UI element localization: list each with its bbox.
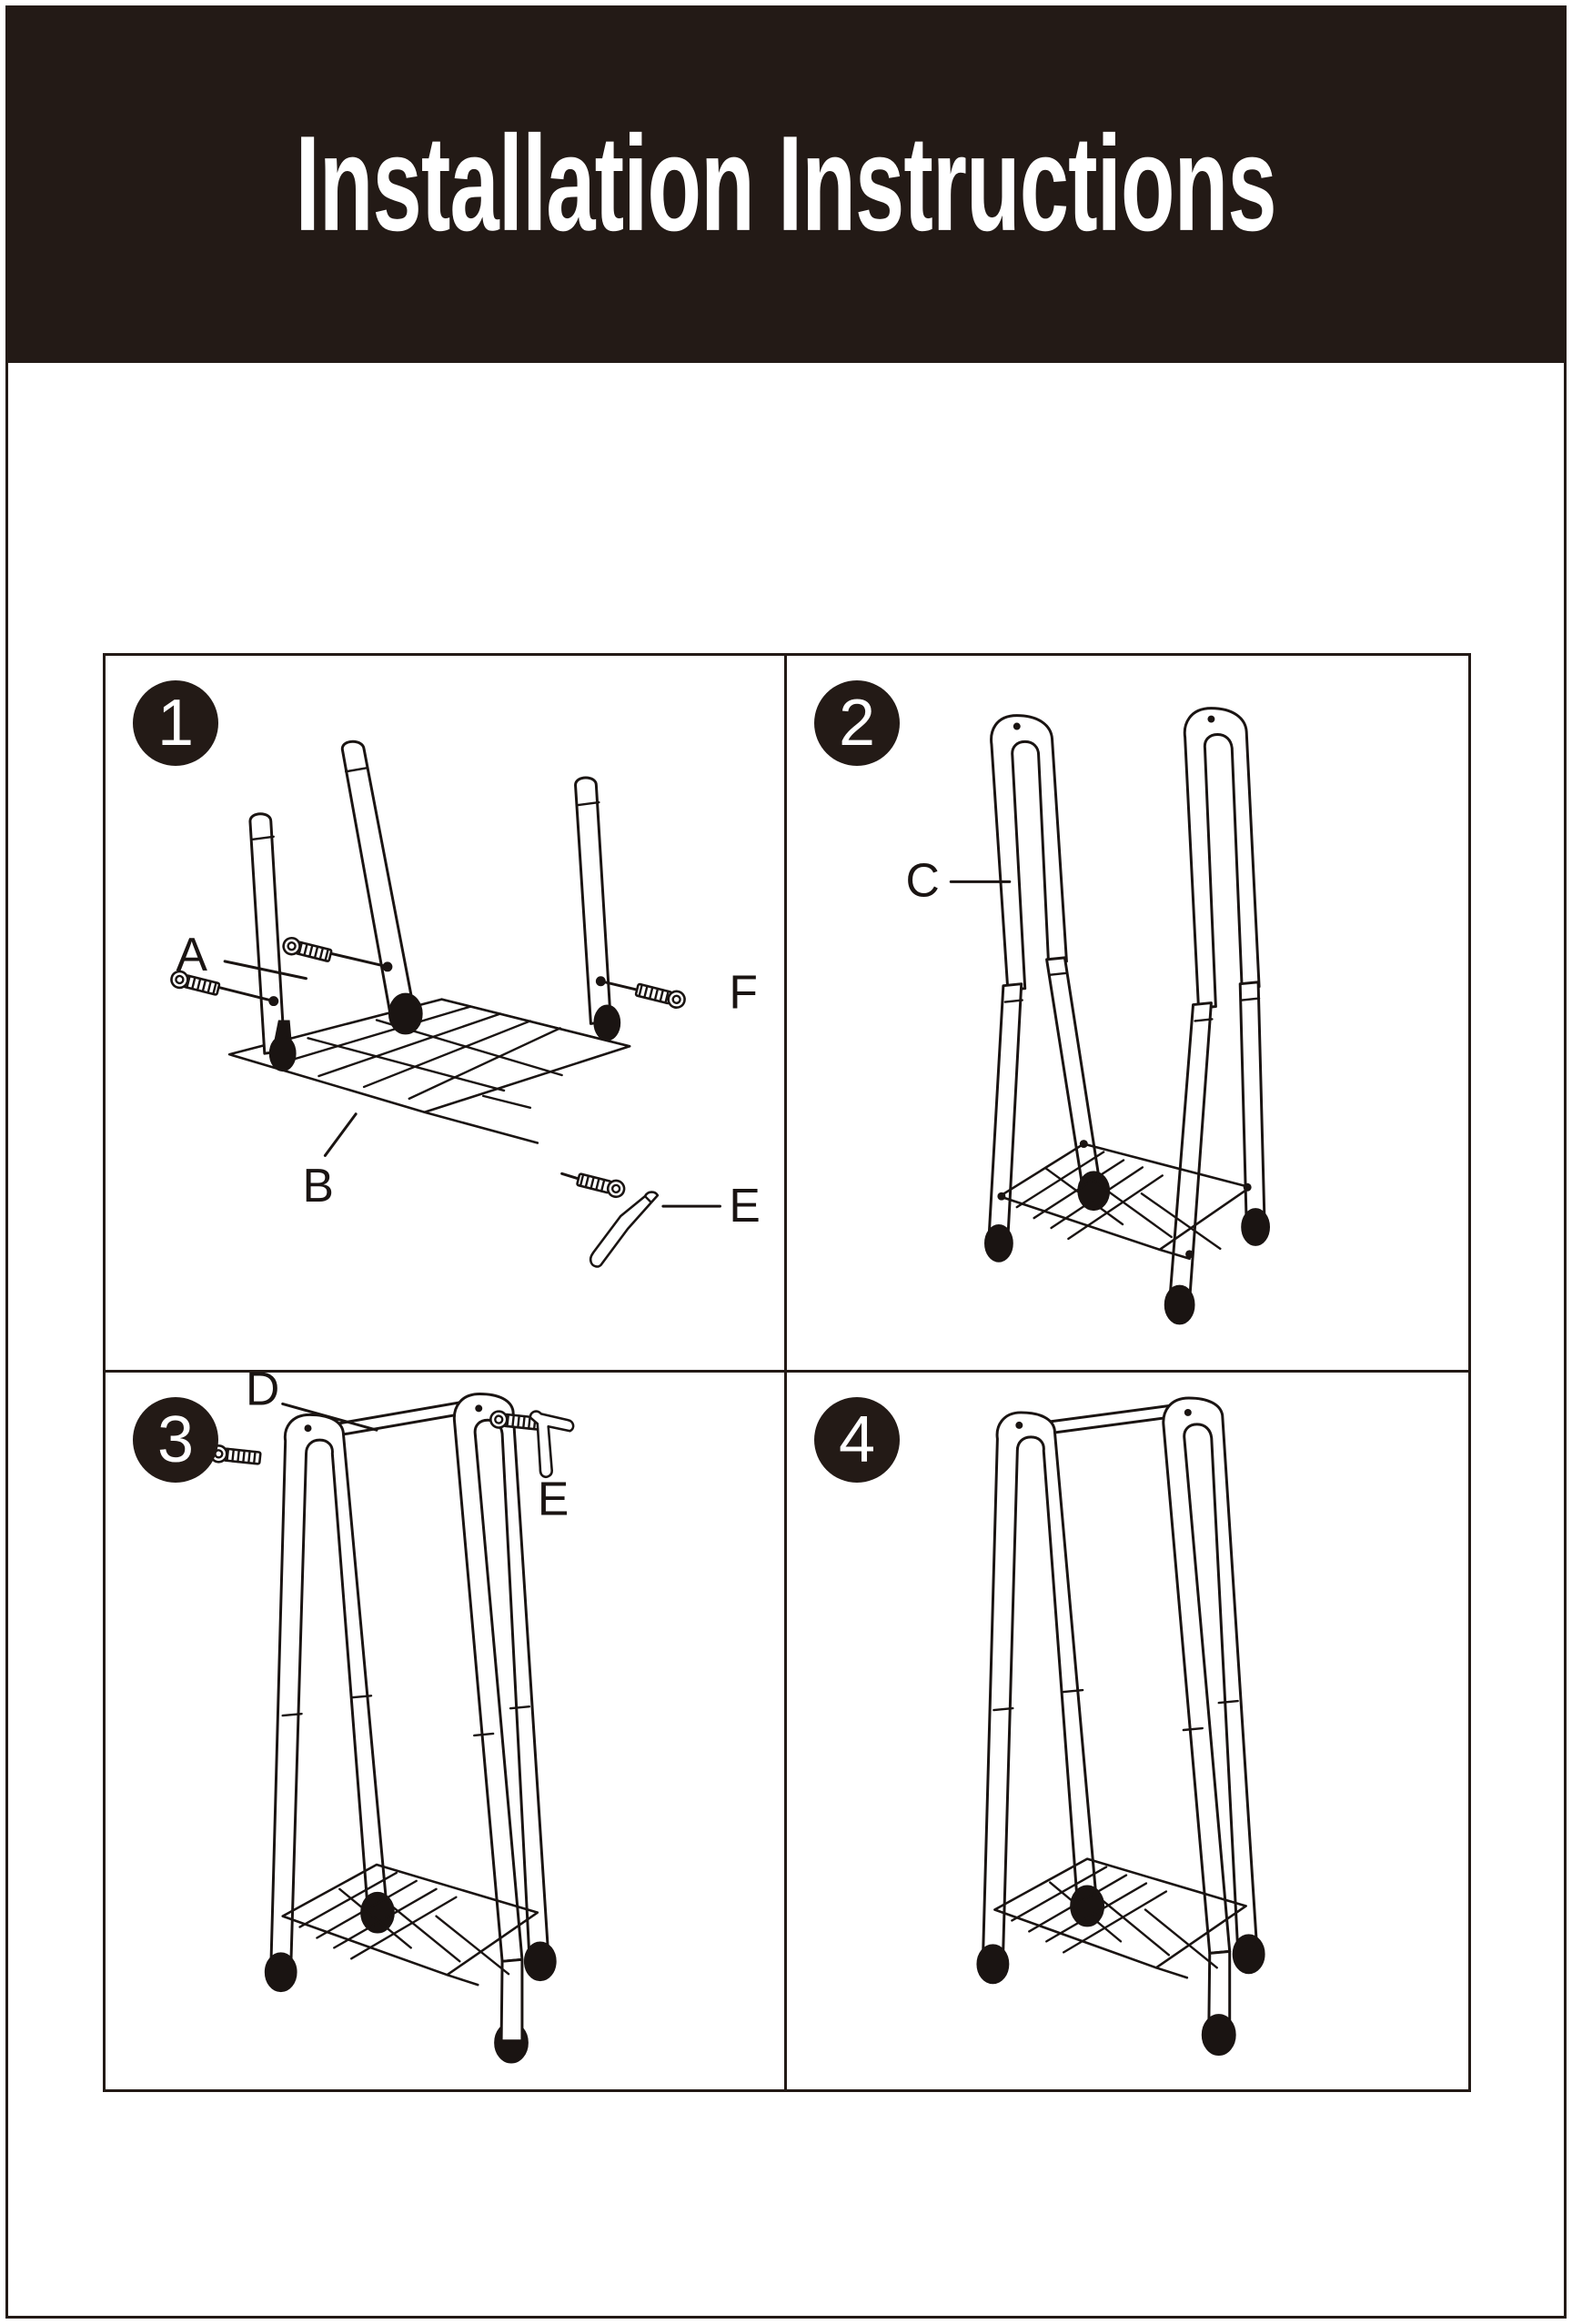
step-number-badge-2: 2 [814, 680, 900, 766]
label-e-text: E [538, 1473, 569, 1525]
step-panel-3: 3 [106, 1373, 787, 2089]
step-3-illustration: D E [106, 1373, 784, 2089]
step-panel-1: 1 [106, 656, 787, 1373]
steps-grid: 1 [103, 653, 1471, 2092]
screw-part-f-lower [560, 1172, 626, 1199]
label-c-text: C [906, 853, 940, 906]
arch-tube-right [1162, 1396, 1265, 2057]
arch-tube-part-c-right [1183, 707, 1261, 1011]
step-panel-2: 2 [787, 656, 1468, 1373]
screw-part-f-left [170, 970, 276, 1003]
leg-tube-part-a-center [340, 739, 423, 1035]
leg-tube-right-front [1164, 1001, 1214, 1325]
screw-part-f-right [599, 980, 686, 1009]
label-f-text: F [729, 966, 758, 1019]
label-d-step3: D [246, 1373, 378, 1432]
label-f-step1: F [729, 966, 758, 1019]
label-a-step1: A [176, 928, 308, 981]
label-d-text: D [246, 1373, 279, 1414]
step-number-badge-1: 1 [133, 680, 218, 766]
step-panel-4: 4 [787, 1373, 1468, 2089]
label-e-text: E [729, 1179, 760, 1232]
label-a-text: A [176, 928, 207, 981]
wire-shelf-part-b [281, 1863, 539, 1987]
label-b-step1: B [303, 1112, 358, 1212]
page-header: Installation Instructions [5, 5, 1567, 363]
page-title: Installation Instructions [295, 108, 1277, 260]
wire-shelf-part-b [998, 1142, 1252, 1261]
screw-part-f-center [282, 936, 389, 969]
step-1-illustration: A B F E [106, 656, 784, 1370]
arch-tube-part-c-left [990, 714, 1068, 992]
step-number-badge-3: 3 [133, 1397, 218, 1483]
arch-tube-right [452, 1392, 557, 2064]
wire-shelf-part-b [993, 1857, 1247, 1979]
leg-tube-part-a-left [248, 812, 297, 1072]
step-4-illustration [787, 1373, 1468, 2089]
label-b-text: B [303, 1159, 334, 1212]
step-number-badge-4: 4 [814, 1397, 900, 1483]
hex-key-part-e [589, 1191, 721, 1268]
label-c-step2: C [906, 853, 1012, 906]
arch-tube-left [976, 1411, 1105, 1985]
step-2-illustration: C [787, 656, 1468, 1370]
leg-tube-left-front [984, 982, 1023, 1263]
leg-tube-right-back [1238, 981, 1271, 1246]
hex-key-part-e [529, 1410, 575, 1478]
leg-tube-part-a-right [574, 776, 621, 1041]
arch-tube-left [264, 1413, 395, 1993]
leg-tube-left-back [1045, 956, 1111, 1212]
label-e-step1: E [729, 1179, 760, 1232]
label-e-step3: E [538, 1473, 569, 1525]
